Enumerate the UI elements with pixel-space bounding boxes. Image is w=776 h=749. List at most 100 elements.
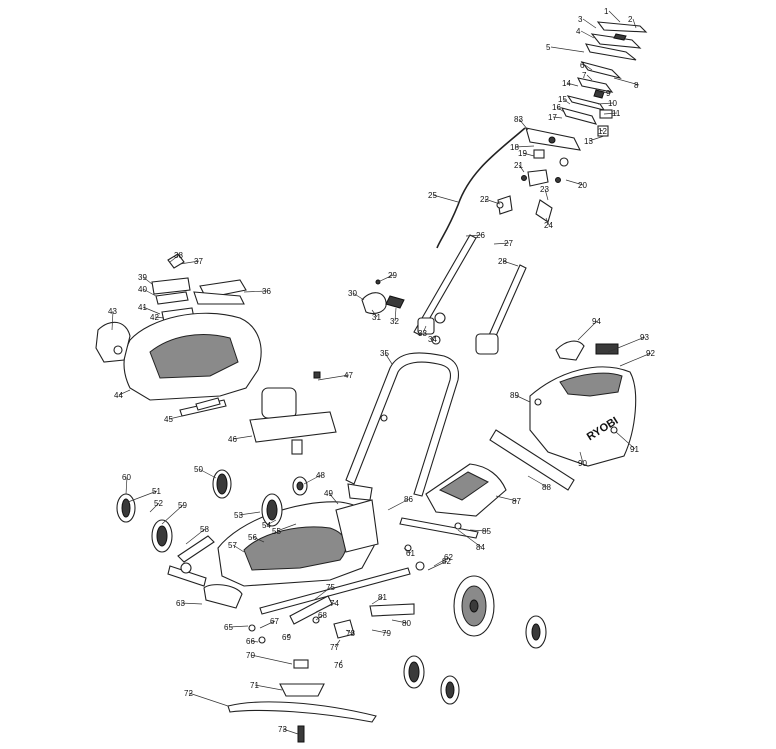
callout-number-8: 8 — [634, 81, 639, 90]
callout-leader-93 — [607, 336, 646, 353]
callout-number-72: 72 — [184, 689, 193, 698]
callout-leader-38 — [169, 254, 180, 263]
callout-number-13: 13 — [584, 137, 593, 146]
callout-leader-14 — [566, 82, 579, 87]
callout-number-20: 20 — [578, 181, 587, 190]
hub-small — [292, 476, 308, 496]
callout-leader-37 — [179, 260, 200, 265]
callout-leader-82 — [427, 560, 448, 571]
callout-number-89: 89 — [510, 391, 519, 400]
callout-number-38: 38 — [174, 251, 183, 260]
callout-number-47: 47 — [344, 371, 353, 380]
callout-number-37: 37 — [194, 257, 203, 266]
callout-number-19: 19 — [518, 149, 527, 158]
callout-number-53: 53 — [234, 511, 243, 520]
callout-number-17: 17 — [548, 113, 557, 122]
callout-leader-16 — [556, 106, 565, 113]
callout-number-75: 75 — [326, 583, 335, 592]
callout-number-52: 52 — [154, 499, 163, 508]
callout-leader-43 — [111, 310, 114, 331]
callout-number-22: 22 — [480, 195, 489, 204]
callout-leader-35 — [384, 352, 393, 365]
callout-leader-84 — [457, 529, 482, 548]
callout-number-57: 57 — [228, 541, 237, 550]
callout-leader-56 — [252, 536, 265, 543]
callout-leader-39 — [142, 276, 153, 285]
callout-number-69: 69 — [282, 633, 291, 642]
callout-number-46: 46 — [228, 435, 237, 444]
callout-leader-94 — [577, 320, 598, 341]
callout-number-23: 23 — [540, 185, 549, 194]
callout-leader-5 — [550, 46, 585, 53]
callout-number-31: 31 — [372, 313, 381, 322]
callout-leader-50 — [198, 468, 217, 479]
callout-leader-75 — [313, 586, 332, 601]
grass-bag — [489, 340, 637, 491]
callout-leader-42 — [154, 316, 165, 319]
callout-leader-29 — [377, 274, 394, 283]
callout-leader-51 — [127, 490, 158, 503]
callout-number-15: 15 — [558, 95, 567, 104]
front-wheel-bottom — [403, 655, 425, 689]
callout-number-70: 70 — [246, 651, 255, 660]
callout-number-65: 65 — [224, 623, 233, 632]
rear-wheel-left — [212, 469, 232, 499]
callout-number-79: 79 — [382, 629, 391, 638]
callout-number-5: 5 — [546, 43, 551, 52]
callout-number-91: 91 — [630, 445, 639, 454]
callout-leader-66 — [250, 640, 259, 643]
callout-number-30: 30 — [348, 289, 357, 298]
callout-leader-68 — [315, 614, 324, 621]
callout-number-66: 66 — [246, 637, 255, 646]
callout-number-80: 80 — [402, 619, 411, 628]
callout-number-77: 77 — [330, 643, 339, 652]
callout-number-49: 49 — [324, 489, 333, 498]
callout-leader-46 — [232, 435, 253, 440]
callout-leader-77 — [334, 639, 341, 648]
callout-number-9: 9 — [606, 89, 611, 98]
callout-leader-32 — [394, 307, 397, 322]
callout-leader-69 — [286, 633, 291, 638]
callout-leader-15 — [562, 98, 571, 105]
callout-number-27: 27 — [504, 239, 513, 248]
callout-number-71: 71 — [250, 681, 259, 690]
front-wheel-bottom-cap — [440, 675, 460, 705]
callout-number-61: 61 — [406, 549, 415, 558]
callout-leader-54 — [266, 519, 277, 526]
callout-leader-21 — [518, 164, 525, 173]
callout-leader-80 — [391, 619, 408, 624]
callout-number-4: 4 — [576, 27, 581, 36]
callout-leader-13 — [588, 135, 605, 142]
callout-number-58: 58 — [200, 525, 209, 534]
callout-leader-91 — [615, 431, 636, 450]
callout-number-40: 40 — [138, 285, 147, 294]
axle-and-height-adjust — [167, 535, 425, 644]
callout-leader-26 — [465, 234, 482, 237]
callout-number-54: 54 — [262, 521, 271, 530]
callout-leader-31 — [371, 309, 378, 318]
callout-number-62: 62 — [444, 553, 453, 562]
callout-leader-36 — [243, 290, 268, 293]
callout-leader-62 — [433, 556, 450, 567]
callout-leader-1 — [608, 10, 621, 23]
callout-leader-73 — [282, 728, 299, 735]
callout-leader-17 — [552, 116, 563, 119]
callout-number-50: 50 — [194, 465, 203, 474]
callout-leader-81 — [371, 596, 384, 605]
callout-leader-88 — [527, 475, 548, 488]
rear-wheel-cap — [525, 615, 547, 649]
callout-leader-28 — [502, 260, 519, 267]
callout-number-1: 1 — [604, 7, 609, 16]
callout-number-26: 26 — [476, 231, 485, 240]
control-cable — [436, 127, 526, 249]
callout-leader-72 — [188, 692, 229, 707]
callout-number-48: 48 — [316, 471, 325, 480]
callout-leader-53 — [238, 511, 261, 516]
callout-number-84: 84 — [476, 543, 485, 552]
callout-number-73: 73 — [278, 725, 287, 734]
callout-number-67: 67 — [270, 617, 279, 626]
callout-leader-30 — [352, 292, 365, 301]
callout-number-90: 90 — [578, 459, 587, 468]
callout-number-43: 43 — [108, 307, 117, 316]
